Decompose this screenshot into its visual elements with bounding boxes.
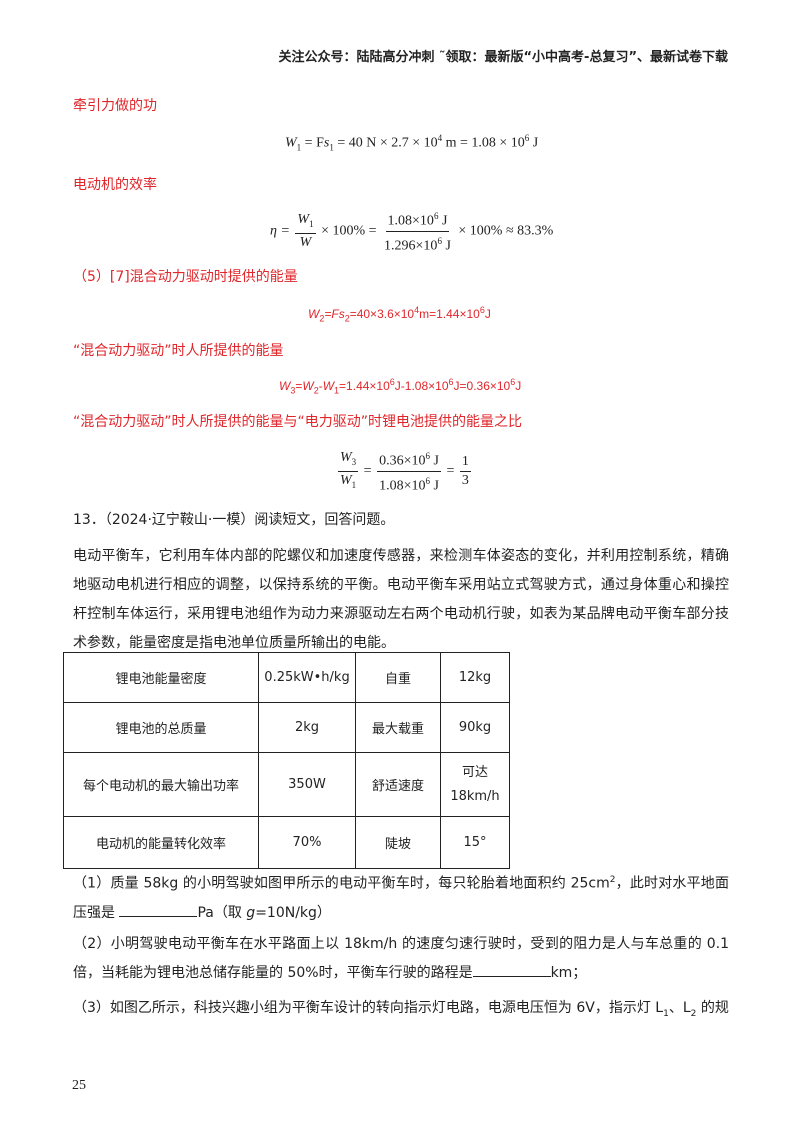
efficiency-label: 电动机的效率 — [73, 177, 157, 193]
spec-table: 锂电池能量密度 0.25kW•h/kg 自重 12kg 锂电池的总质量 2kg … — [63, 652, 510, 869]
answer-blank[interactable] — [472, 962, 551, 977]
table-cell: 70% — [258, 816, 356, 869]
traction-work-label: 牵引力做的功 — [73, 98, 157, 114]
table-row: 电动机的能量转化效率 70% 陡坡 15° — [63, 816, 510, 869]
table-cell: 最大载重 — [355, 702, 441, 753]
table-cell: 舒适速度 — [355, 752, 441, 817]
equation-traction-work: W1 = Fs1 = 40 N × 2.7 × 104 m = 1.08 × 1… — [285, 133, 539, 153]
table-cell: 自重 — [355, 652, 441, 703]
table-cell: 电动机的能量转化效率 — [63, 816, 259, 869]
question-13-title: 13．（2024·辽宁鞍山·一模）阅读短文，回答问题。 — [73, 512, 395, 528]
ratio-label: “混合动力驱动”时人所提供的能量与“电力驱动”时锂电池提供的能量之比 — [73, 414, 523, 430]
table-cell: 0.25kW•h/kg — [258, 652, 356, 703]
table-cell: 2kg — [258, 702, 356, 753]
equation-hybrid-energy: W2=Fs2=40×3.6×104m=1.44×106J — [308, 305, 491, 324]
question-1: （1）质量 58kg 的小明驾驶如图甲所示的电动平衡车时，每只轮胎着地面积约 2… — [73, 875, 729, 921]
table-cell: 可达18km/h — [440, 752, 510, 817]
table-cell: 350W — [258, 752, 356, 817]
table-cell: 12kg — [440, 652, 510, 703]
human-energy-label: “混合动力驱动”时人所提供的能量 — [73, 343, 284, 359]
question-13-paragraph: 电动平衡车，它利用车体内部的陀螺仪和加速度传感器，来检测车体姿态的变化，并利用控… — [73, 548, 729, 651]
part5-label: （5）[7]混合动力驱动时提供的能量 — [73, 269, 298, 285]
equation-human-energy: W3=W2-W1=1.44×106J-1.08×106J=0.36×106J — [279, 377, 522, 396]
table-cell: 陡坡 — [355, 816, 441, 869]
question-3: （3）如图乙所示，科技兴趣小组为平衡车设计的转向指示灯电路，电源电压恒为 6V，… — [73, 1000, 729, 1019]
table-row: 每个电动机的最大输出功率 350W 舒适速度 可达18km/h — [63, 752, 510, 817]
table-cell: 90kg — [440, 702, 510, 753]
page-number: 25 — [72, 1078, 86, 1093]
table-cell: 每个电动机的最大输出功率 — [63, 752, 259, 817]
table-row: 锂电池的总质量 2kg 最大载重 90kg — [63, 702, 510, 753]
answer-blank[interactable] — [119, 902, 198, 917]
page-header: 关注公众号：陆陆高分冲刺 ˜领取：最新版“小中高考-总复习”、最新试卷下载 — [278, 50, 728, 65]
table-cell: 锂电池能量密度 — [63, 652, 259, 703]
table-cell: 锂电池的总质量 — [63, 702, 259, 753]
table-row: 锂电池能量密度 0.25kW•h/kg 自重 12kg — [63, 652, 510, 703]
question-2: （2）小明驾驶电动平衡车在水平路面上以 18km/h 的速度匀速行驶时，受到的阻… — [73, 936, 729, 981]
table-cell: 15° — [440, 816, 510, 869]
